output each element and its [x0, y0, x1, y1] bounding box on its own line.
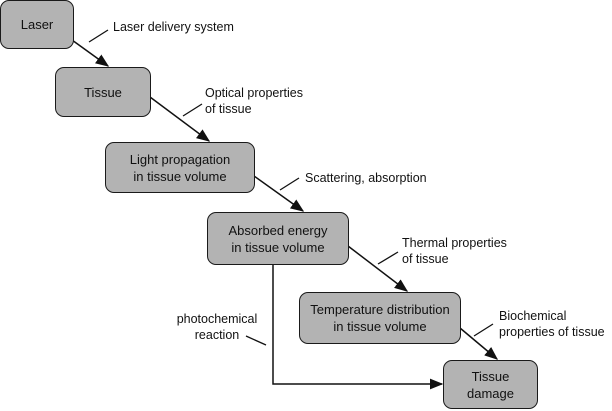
label-biochemical: Biochemical properties of tissue: [499, 308, 605, 340]
arrow-absorbed-to-damage: [272, 264, 444, 390]
label-photo-line1: photochemical: [176, 312, 258, 326]
node-tissue-damage: Tissue damage: [443, 360, 538, 409]
node-laser-label: Laser: [20, 17, 54, 32]
node-light-line1: Light propagation: [129, 151, 231, 167]
node-temperature-distribution: Temperature distribution in tissue volum…: [299, 292, 461, 344]
label-optical-line2: of tissue: [205, 102, 252, 116]
label-thermal-properties: Thermal properties of tissue: [402, 235, 507, 267]
arrow-laser-to-tissue: [71, 39, 110, 67]
label-biochem-line1: Biochemical: [499, 309, 567, 323]
leader-biochem: [473, 323, 494, 337]
node-absorbed-line2: in tissue volume: [231, 239, 325, 255]
node-tissue-label: Tissue: [84, 84, 122, 100]
arrow-light-to-absorbed: [253, 175, 305, 212]
leader-photochemical: [245, 335, 267, 346]
label-optical-properties: Optical properties of tissue: [205, 85, 303, 117]
leader-scatter: [279, 177, 300, 191]
arrow-absorbed-to-temperature: [347, 245, 409, 292]
node-absorbed-energy: Absorbed energy in tissue volume: [207, 212, 349, 265]
label-laser-delivery: Laser delivery system: [113, 20, 234, 34]
node-absorbed-line1: Absorbed energy: [228, 222, 328, 238]
label-optical-line1: Optical properties: [205, 86, 303, 100]
label-photo-line2: reaction: [194, 328, 240, 342]
label-thermal-line2: of tissue: [402, 252, 449, 266]
label-scattering: Scattering, absorption: [305, 171, 427, 185]
node-damage-line1: Tissue: [471, 368, 510, 384]
arrow-tissue-to-light: [149, 96, 211, 142]
node-laser: Laser: [0, 0, 74, 49]
node-temp-line1: Temperature distribution: [310, 302, 450, 317]
node-tissue: Tissue: [55, 67, 151, 117]
label-thermal-line1: Thermal properties: [402, 236, 507, 250]
node-light-line2: in tissue volume: [133, 168, 227, 184]
leader-delivery: [88, 29, 109, 43]
leader-optical: [182, 103, 203, 117]
label-biochem-line2: properties of tissue: [499, 325, 605, 339]
arrow-temperature-to-damage: [459, 327, 499, 360]
node-light-propagation: Light propagation in tissue volume: [105, 142, 255, 193]
label-photochemical: photochemical reaction: [172, 311, 262, 343]
node-damage-line2: damage: [467, 385, 514, 401]
node-temp-line2: in tissue volume: [333, 319, 427, 334]
leader-thermal: [377, 251, 399, 265]
